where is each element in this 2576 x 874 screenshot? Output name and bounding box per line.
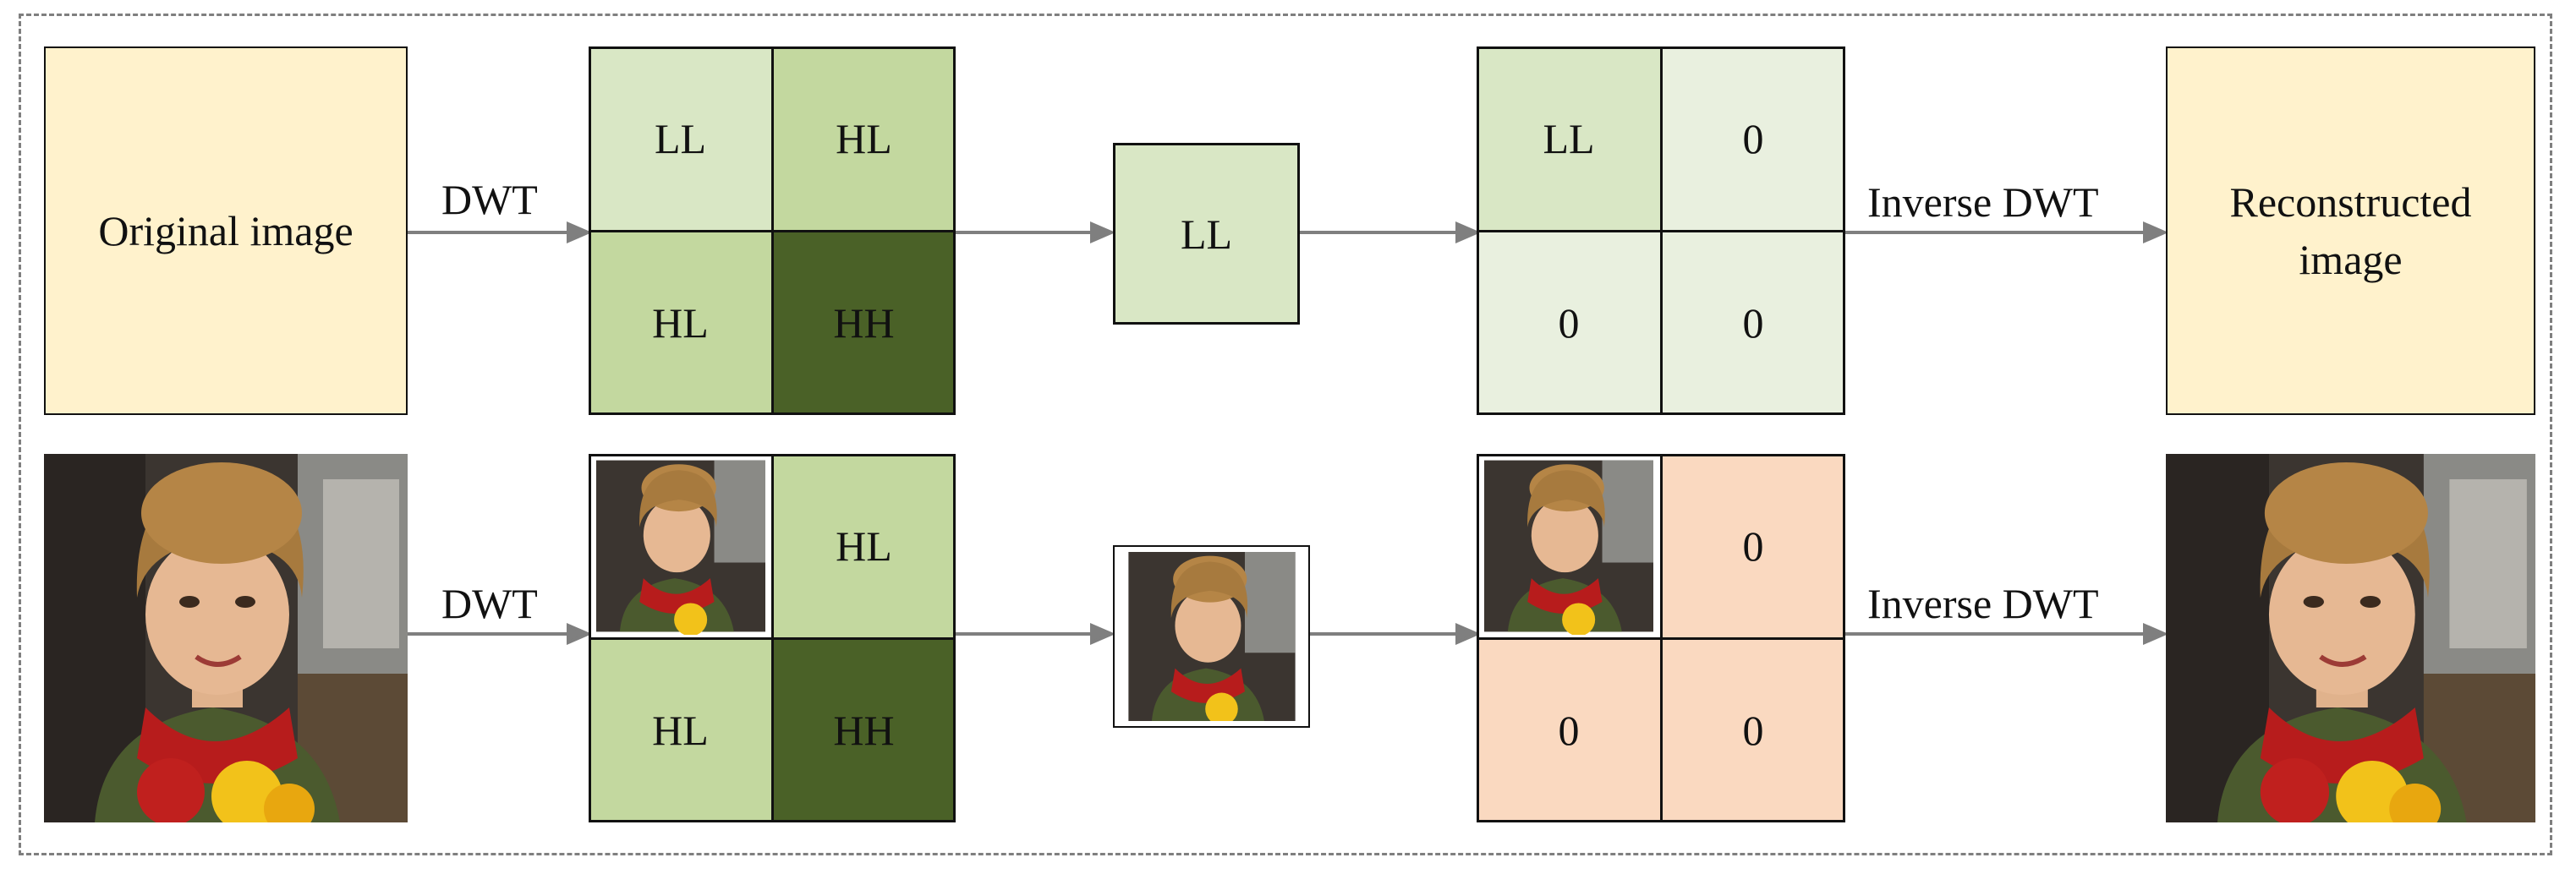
bottom-grid2-zero-bl: 0 — [1477, 638, 1661, 822]
bottom-grid-hh-label: HH — [833, 707, 895, 754]
top-grid2-zero-br: 0 — [1661, 231, 1845, 415]
bottom-inverse-dwt-label: Inverse DWT — [1867, 580, 2099, 627]
top-ll-label: LL — [1180, 210, 1233, 258]
top-grid-hl-right: HL — [772, 46, 956, 231]
bottom-grid2-zero-br: 0 — [1661, 638, 1845, 822]
top-grid-hh: HH — [772, 231, 956, 415]
bottom-grid-hl-right-label: HL — [836, 522, 892, 570]
bottom-grid-hl-bottom: HL — [589, 638, 772, 822]
top-grid2-zero-tr: 0 — [1661, 46, 1845, 231]
bottom-grid-divider-h — [589, 637, 956, 640]
reconstructed-photo — [2166, 454, 2535, 822]
bottom-reconstruct-grid: 0 0 0 — [1477, 454, 1845, 822]
reconstructed-image-label: Reconstructed image — [2229, 178, 2472, 283]
bottom-dwt-label: DWT — [441, 580, 538, 627]
top-grid-divider-h — [589, 230, 956, 232]
top-inverse-dwt-label: Inverse DWT — [1867, 178, 2099, 226]
bottom-grid2-zero-br-label: 0 — [1742, 707, 1764, 754]
bottom-grid-hl-right: HL — [772, 454, 956, 638]
top-grid2-zero-bl-label: 0 — [1558, 299, 1580, 347]
bottom-grid-hh: HH — [772, 638, 956, 822]
top-ll-box: LL — [1113, 143, 1300, 325]
top-grid2-divider-h — [1477, 230, 1845, 232]
top-grid2-ll-label: LL — [1543, 115, 1595, 162]
bottom-grid2-zero-tr: 0 — [1661, 454, 1845, 638]
top-grid-ll-label: LL — [654, 115, 707, 162]
top-grid-ll: LL — [589, 46, 772, 231]
top-grid-hl-bottom: HL — [589, 231, 772, 415]
bottom-grid2-divider-h — [1477, 637, 1845, 640]
top-grid2-zero-tr-label: 0 — [1742, 115, 1764, 162]
top-dwt-grid: LL HL HL HH — [589, 46, 956, 415]
bottom-dwt-grid: HL HL HH — [589, 454, 956, 822]
top-dwt-label: DWT — [441, 176, 538, 223]
bottom-grid2-ll-photo — [1477, 454, 1661, 638]
original-photo — [44, 454, 408, 822]
original-image-box: Original image — [44, 46, 408, 415]
bottom-grid2-zero-bl-label: 0 — [1558, 707, 1580, 754]
bottom-grid2-zero-tr-label: 0 — [1742, 522, 1764, 570]
ll-reinserted-image — [1484, 460, 1653, 635]
top-grid-hh-label: HH — [833, 299, 895, 347]
top-grid2-ll: LL — [1477, 46, 1661, 231]
ll-extracted-image — [1127, 552, 1296, 721]
original-image-label: Original image — [98, 207, 354, 254]
bottom-grid-ll-photo — [589, 454, 772, 638]
top-grid-hl-right-label: HL — [836, 115, 892, 162]
ll-thumbnail-image — [595, 460, 765, 635]
reconstructed-portrait-image — [2166, 454, 2535, 822]
top-grid2-zero-bl: 0 — [1477, 231, 1661, 415]
reconstructed-image-box: Reconstructed image — [2166, 46, 2535, 415]
portrait-image — [44, 454, 408, 822]
bottom-ll-photo-box — [1113, 545, 1310, 728]
dashed-frame — [19, 14, 2552, 855]
bottom-grid-hl-bottom-label: HL — [652, 707, 709, 754]
top-grid-hl-bottom-label: HL — [652, 299, 709, 347]
top-reconstruct-grid: LL 0 0 0 — [1477, 46, 1845, 415]
top-grid2-zero-br-label: 0 — [1742, 299, 1764, 347]
